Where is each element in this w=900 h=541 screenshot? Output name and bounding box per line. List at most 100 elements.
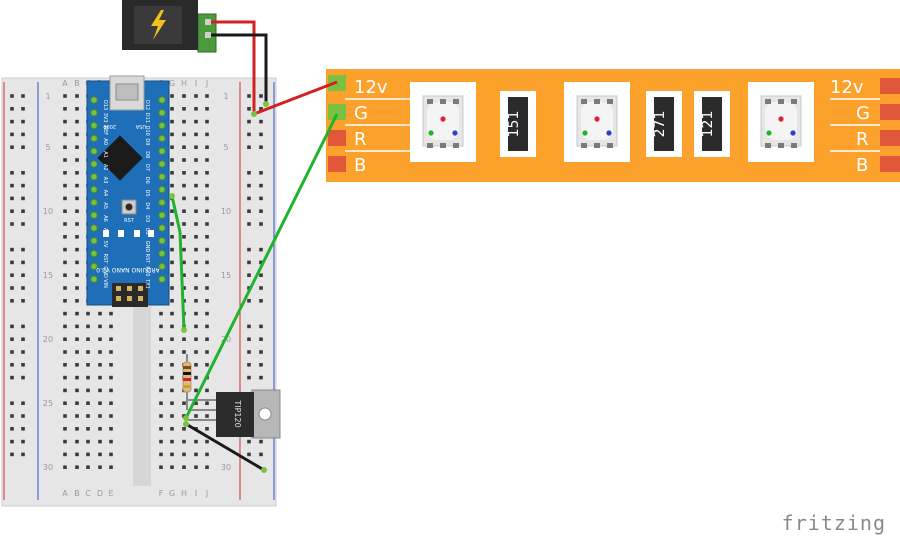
strip-label-left-b: B	[354, 155, 366, 176]
led-strip[interactable]: 12v G R B 12v G R B 151 271 121	[326, 69, 900, 182]
svg-text:3V3: 3V3	[102, 113, 108, 123]
svg-text:RST: RST	[102, 254, 108, 265]
wire-red-power[interactable]	[211, 20, 256, 114]
svg-text:D11: D11	[144, 113, 150, 123]
smd-resistor-121: 121	[694, 91, 730, 157]
svg-text:A2: A2	[102, 164, 108, 171]
transistor-label: TIP120	[233, 399, 242, 427]
wire-black-power[interactable]	[211, 33, 268, 104]
wire-green-signal[interactable]	[170, 195, 186, 331]
svg-text:VIN: VIN	[102, 279, 108, 288]
strip-label-left-r: R	[354, 129, 367, 150]
svg-text:D8: D8	[144, 151, 150, 158]
strip-left-pads	[328, 75, 410, 172]
wire-green-to-strip[interactable]	[184, 113, 339, 419]
svg-text:D12: D12	[144, 100, 150, 110]
column-label: B	[74, 79, 80, 88]
svg-text:GND: GND	[102, 266, 108, 278]
column-label: H	[181, 489, 187, 498]
wires	[169, 20, 339, 473]
column-label: D	[97, 489, 103, 498]
row-label: 10	[221, 207, 231, 216]
usa-label: USA	[135, 123, 146, 129]
svg-text:A0: A0	[102, 138, 108, 145]
svg-text:A1: A1	[102, 151, 108, 158]
tip120-transistor[interactable]: TIP120	[188, 389, 281, 439]
column-label: C	[85, 489, 91, 498]
resistor-label-271: 271	[652, 111, 668, 138]
svg-text:A7: A7	[102, 228, 108, 235]
svg-text:RX0: RX0	[144, 266, 150, 276]
strip-right-pads	[830, 78, 900, 172]
svg-text:GND: GND	[144, 241, 150, 253]
strip-leds	[410, 82, 814, 162]
strip-label-left-12v: 12v	[354, 77, 388, 98]
year-label: 2009	[103, 123, 116, 129]
column-label: G	[169, 489, 175, 498]
fritzing-watermark: fritzing	[781, 511, 886, 535]
row-label: 30	[221, 463, 231, 472]
resistor[interactable]	[182, 354, 192, 410]
left-power-rail	[3, 82, 39, 500]
column-label: J	[205, 79, 208, 88]
row-label: 30	[43, 463, 53, 472]
row-label: 10	[43, 207, 53, 216]
nano-pins: D133V3REFA0A1A2A3A4A5A6A75VRSTGNDVIND12D…	[90, 96, 166, 289]
svg-text:A6: A6	[102, 215, 108, 222]
resistor-label-121: 121	[700, 111, 716, 138]
svg-text:A3: A3	[102, 177, 108, 184]
strip-label-right-g: G	[856, 103, 870, 124]
svg-text:D2: D2	[144, 228, 150, 235]
column-label: I	[195, 79, 197, 88]
wire-black-ground[interactable]	[185, 422, 265, 472]
column-label: A	[62, 489, 68, 498]
strip-label-right-r: R	[856, 129, 869, 150]
row-label: 15	[43, 271, 53, 280]
resistor-label-151: 151	[506, 111, 522, 138]
status-leds	[103, 230, 154, 237]
column-label: G	[169, 79, 175, 88]
row-label: 1	[45, 92, 50, 101]
column-label: H	[181, 79, 187, 88]
svg-text:D3: D3	[144, 215, 150, 222]
svg-text:D6: D6	[144, 177, 150, 184]
smd-resistor-271: 271	[646, 91, 682, 157]
power-jack[interactable]	[112, 0, 217, 56]
svg-text:D4: D4	[144, 202, 150, 209]
svg-text:D10: D10	[144, 126, 150, 136]
column-label: F	[159, 489, 164, 498]
column-label: B	[74, 489, 80, 498]
wire-red-to-strip[interactable]	[253, 80, 338, 116]
row-label: 25	[43, 399, 53, 408]
center-channel	[133, 300, 151, 486]
svg-text:A5: A5	[102, 202, 108, 209]
strip-label-right-12v: 12v	[830, 77, 864, 98]
svg-text:D7: D7	[144, 164, 150, 171]
column-label: E	[108, 489, 113, 498]
row-label: 1	[223, 92, 228, 101]
reset-button[interactable]	[125, 203, 133, 211]
lightning-icon	[151, 10, 166, 40]
svg-text:D9: D9	[144, 138, 150, 145]
strip-label-right-b: B	[856, 155, 868, 176]
row-label: 20	[43, 335, 53, 344]
board-label: ARDUINO NANO V3.0	[96, 266, 160, 273]
svg-text:A4: A4	[102, 190, 108, 197]
row-label: 5	[45, 143, 50, 152]
svg-text:REF: REF	[102, 126, 108, 136]
svg-text:D13: D13	[102, 100, 108, 110]
svg-text:5V: 5V	[102, 241, 108, 248]
svg-text:TX1: TX1	[144, 278, 150, 289]
mcu-chip	[97, 135, 143, 181]
smd-resistor-151: 151	[500, 91, 536, 157]
icsp-header	[112, 283, 148, 307]
arduino-nano[interactable]: RST ARDUINO NANO V3.0 2009 USA D13 3V3REF…	[86, 75, 170, 307]
row-label: 15	[221, 271, 231, 280]
column-label: I	[195, 489, 197, 498]
svg-text:D5: D5	[144, 190, 150, 197]
column-label: A	[62, 79, 68, 88]
reset-label: RST	[124, 218, 135, 224]
svg-text:RST: RST	[144, 254, 150, 265]
